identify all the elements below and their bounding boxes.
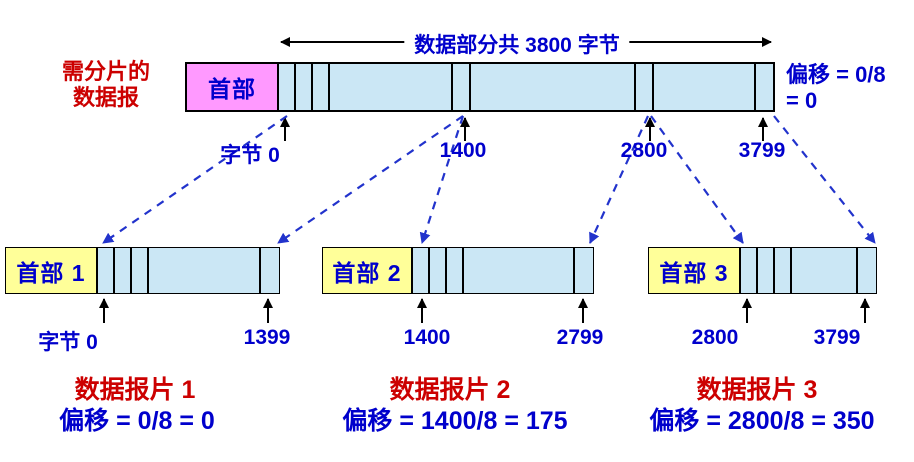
data-cell [447,248,464,293]
data-cell [149,248,261,293]
data-cell [430,248,447,293]
data-cell [115,248,132,293]
data-cell [792,248,858,293]
data-cell [261,248,279,293]
data-cell [741,248,758,293]
fragment3-header-field: 首部 3 [649,248,741,293]
fragment2-end-mark: 2799 [556,326,604,349]
fragment1-bar: 首部 1 [5,247,280,294]
data-cell [654,64,756,110]
fragment2-bar: 首部 2 [322,247,594,294]
fragment3-offset-label: 偏移 = 2800/8 = 350 [649,407,875,435]
fragment3-start-mark: 2800 [691,326,739,349]
data-cell [413,248,430,293]
byte-mark-1400: 1400 [439,139,487,162]
dash-byte0-to-frag1-start [102,115,288,244]
data-cell [279,64,296,110]
data-span-label: 数据部分共 3800 字节 [404,29,630,59]
dash-1400-to-frag2-start [419,115,465,244]
original-header-field: 首部 [187,64,279,110]
original-datagram-label: 需分片的 数据报 [40,59,172,111]
dash-1400-to-frag1-end [277,115,464,244]
dash-2800-to-frag3-start [650,115,744,244]
fragment1-end-mark: 1399 [243,326,291,349]
original-datagram-bar: 首部 [185,62,775,112]
data-cell [132,248,149,293]
data-cell [313,64,330,110]
data-cell [758,248,775,293]
data-cell [756,64,773,110]
fragment3-bar: 首部 3 [648,247,877,294]
data-cell [636,64,654,110]
byte-mark-2800: 2800 [620,139,668,162]
fragment1-header-field: 首部 1 [6,248,98,293]
dash-3799-to-frag3-end [773,115,876,244]
byte-mark-0: 字节 0 [220,144,280,167]
data-cell [453,64,471,110]
data-cell [858,248,876,293]
original-offset-line1: 偏移 = 0/8 [786,62,886,87]
dash-2800-to-frag2-end [588,115,650,244]
original-datagram-label-line1: 需分片的 [61,59,150,84]
fragment2-start-mark: 1400 [403,326,451,349]
fragment1-title: 数据报片 1 [74,376,196,404]
data-cell [464,248,575,293]
original-offset-label: 偏移 = 0/8 = 0 [786,62,886,114]
fragment2-header-field: 首部 2 [323,248,413,293]
original-datagram-label-line2: 数据报 [72,85,139,110]
data-cell [296,64,313,110]
fragment3-title: 数据报片 3 [696,376,818,404]
data-cell [775,248,792,293]
data-cell [330,64,453,110]
data-cell [471,64,636,110]
fragment2-title: 数据报片 2 [389,376,511,404]
fragment2-offset-label: 偏移 = 1400/8 = 175 [342,407,568,435]
fragment3-end-mark: 3799 [813,326,861,349]
data-cell [575,248,593,293]
original-offset-line2: = 0 [786,88,818,113]
data-cell [98,248,115,293]
byte-mark-3799: 3799 [738,139,786,162]
fragment1-offset-label: 偏移 = 0/8 = 0 [59,407,215,435]
fragment1-start-mark: 字节 0 [38,331,98,354]
